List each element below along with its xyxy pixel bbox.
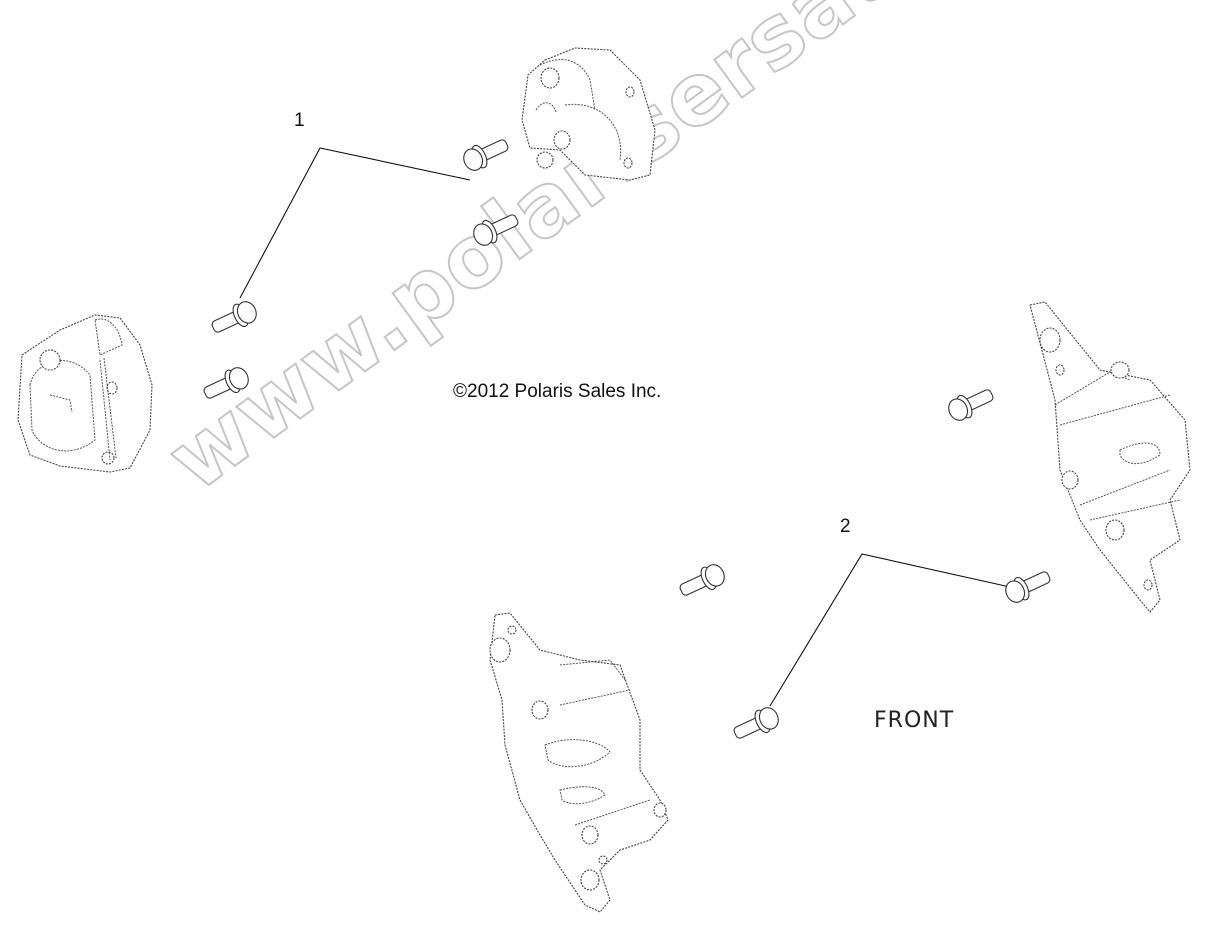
bolt-4 <box>203 367 249 399</box>
copyright-notice: ©2012 Polaris Sales Inc. <box>453 381 662 402</box>
bolt-3 <box>211 301 257 333</box>
bolt-6 <box>1005 571 1051 603</box>
bolt-2 <box>473 214 519 246</box>
bolt-8 <box>733 707 779 739</box>
rear-caliper-left <box>17 314 153 473</box>
callout-1-label: 1 <box>294 110 305 131</box>
front-caliper-bottom <box>489 612 669 913</box>
bolt-1 <box>463 139 509 171</box>
bolt-7 <box>679 564 725 596</box>
front-orientation-label: FRONT <box>874 708 955 733</box>
callout-2-leader-lines <box>769 553 1011 707</box>
bolt-5 <box>948 389 994 421</box>
callout-1-leader-lines <box>239 147 471 299</box>
front-caliper-right <box>1029 301 1191 613</box>
callout-2-label: 2 <box>840 516 851 537</box>
rear-caliper-top <box>521 47 656 181</box>
